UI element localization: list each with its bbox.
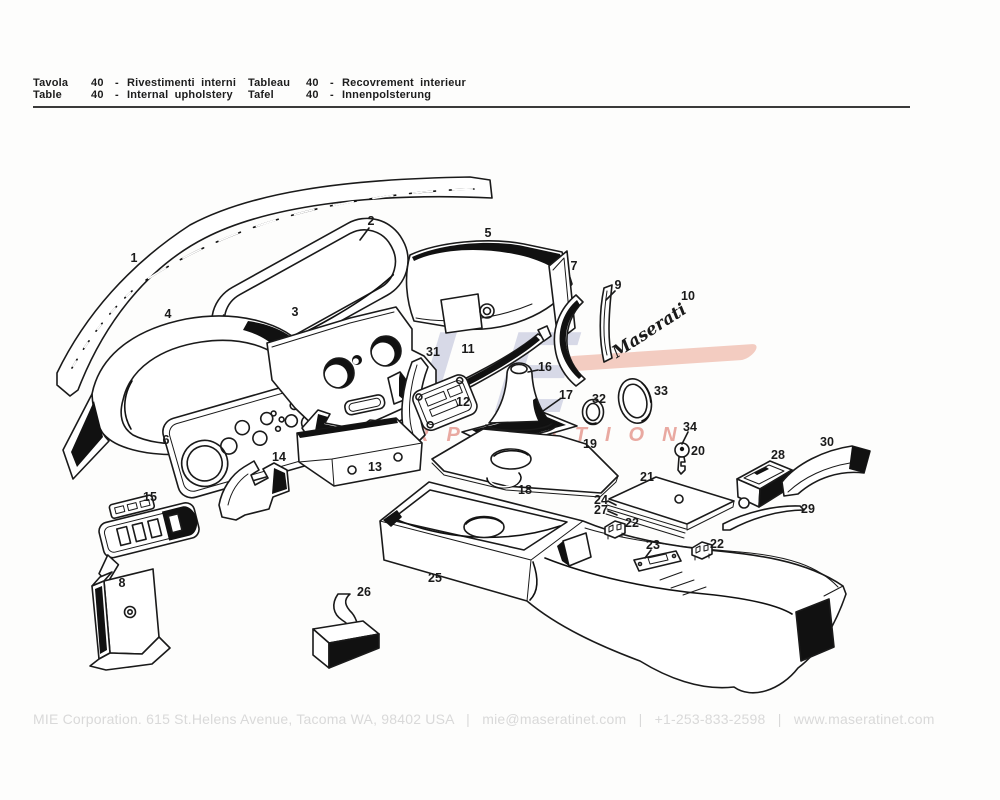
header-row-de: Tafel 40 - Innenpolsterung	[248, 89, 466, 101]
part-12-mount-plate	[412, 374, 478, 432]
header-dash: -	[115, 77, 119, 89]
part-1-top-rail	[56, 176, 493, 397]
header-title: Internal upholstery	[127, 89, 233, 101]
header-label: Tavola	[33, 77, 69, 89]
header-title: Recovrement interieur	[342, 77, 466, 89]
header-dash: -	[115, 89, 119, 101]
part-33-bezel-ring	[617, 378, 653, 424]
header-left: Tavola 40 - Rivestimenti interni Table 4…	[33, 77, 236, 101]
header-num: 40	[91, 89, 104, 101]
header-row-fr: Tableau 40 - Recovrement interieur	[248, 77, 466, 89]
part-28-ashtray	[736, 460, 793, 509]
header-row-it: Tavola 40 - Rivestimenti interni	[33, 77, 236, 89]
part-9-pillar-trim	[553, 284, 613, 387]
header-title: Innenpolsterung	[342, 89, 432, 101]
header-title: Rivestimenti interni	[127, 77, 237, 89]
part-13-tray	[296, 417, 423, 487]
part-8-angle-panel	[89, 568, 171, 671]
part-15-switch-bezel	[98, 494, 200, 584]
header-num: 40	[306, 89, 319, 101]
header-dash: -	[330, 77, 334, 89]
part-23-slotted-plate	[633, 550, 682, 572]
part-18-surround	[486, 472, 522, 489]
header-right: Tableau 40 - Recovrement interieur Tafel…	[248, 77, 466, 101]
header-row-en: Table 40 - Internal upholstery	[33, 89, 236, 101]
part-26-shifter-mount	[312, 593, 380, 669]
header-num: 40	[306, 77, 319, 89]
header-rule	[33, 106, 910, 108]
part-22-clip-left	[604, 520, 626, 540]
footer-contact: MIE Corporation. 615 St.Helens Avenue, T…	[33, 711, 935, 727]
header-label: Tafel	[248, 89, 274, 101]
leader-lines	[359, 227, 689, 559]
header-num: 40	[91, 77, 104, 89]
part-5-glovebox-lid	[405, 240, 573, 334]
part-22-clip-right	[691, 541, 713, 561]
maserati-script: Maserati	[608, 300, 691, 363]
part-14-bracket	[218, 460, 290, 521]
header-label: Tableau	[248, 77, 291, 89]
part-19-console-top	[431, 428, 619, 498]
part-30-armrest	[781, 445, 871, 497]
part-34-20-key	[674, 442, 690, 475]
header-dash: -	[330, 89, 334, 101]
part-32-small-ring	[581, 398, 605, 426]
part-29-trim-sliver	[722, 505, 805, 531]
header-label: Table	[33, 89, 62, 101]
part-25-console-body	[379, 481, 847, 694]
part-21-tray-board	[605, 476, 735, 539]
